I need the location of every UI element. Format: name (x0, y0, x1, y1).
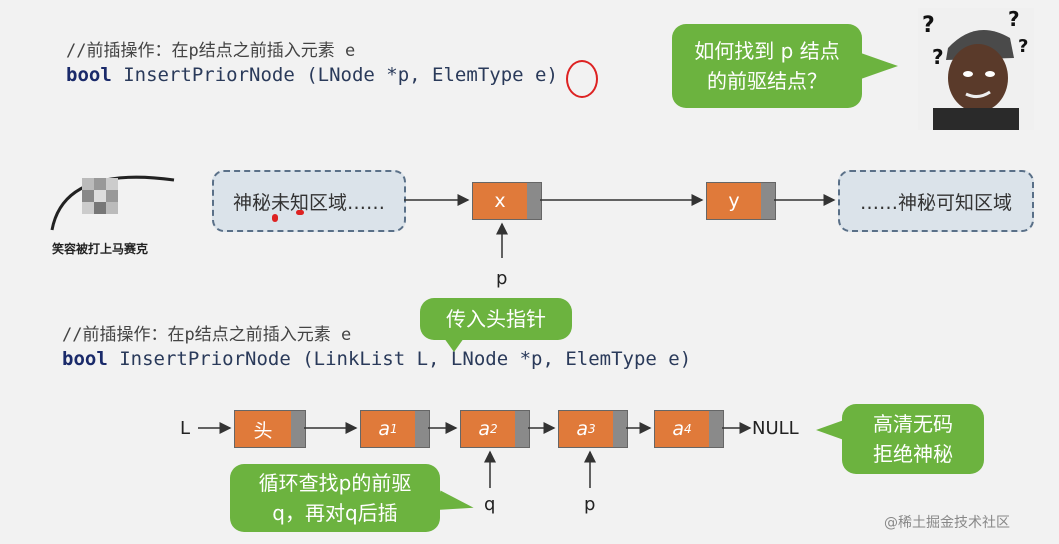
node-x: x (472, 182, 542, 220)
red-circle-annotation (566, 60, 598, 98)
question-bubble-text: 如何找到 p 结点的前驱结点？ (694, 39, 840, 93)
head-pointer-bubble-tail (444, 338, 464, 352)
head-node: 头 (234, 410, 306, 448)
bottom-code-keyword: bool (62, 348, 108, 370)
question-bubble: 如何找到 p 结点的前驱结点？ (672, 24, 862, 108)
bottom-code-signature: InsertPriorNode (LinkList L, LNode *p, E… (107, 348, 692, 370)
head-pointer-bubble: 传入头指针 (420, 298, 572, 340)
clear-bubble-text: 高清无码 拒绝神秘 (873, 412, 953, 466)
head-node-pointer-field (291, 411, 305, 447)
bottom-code: bool InsertPriorNode (LinkList L, LNode … (62, 348, 691, 370)
svg-text:?: ? (1018, 36, 1028, 57)
node-y-data: y (707, 183, 761, 219)
known-region-label: ……神秘可知区域 (859, 191, 1012, 214)
confused-face-icon: ? ? ? ? (918, 7, 1034, 130)
node-a1-pointer-field (415, 411, 429, 447)
loop-search-bubble: 循环查找p的前驱 q，再对q后插 (230, 464, 440, 532)
red-mark (272, 214, 278, 222)
unknown-region-box: 神秘未知区域…… (212, 170, 406, 232)
middle-pointer-p-label: p (496, 268, 508, 289)
clear-bubble: 高清无码 拒绝神秘 (842, 404, 984, 474)
list-label-L: L (180, 418, 191, 439)
node-x-pointer-field (527, 183, 541, 219)
node-a2-pointer-field (515, 411, 529, 447)
node-y: y (706, 182, 776, 220)
node-a4-pointer-field (709, 411, 723, 447)
node-a4-sub: 4 (684, 422, 692, 436)
null-label: NULL (752, 418, 799, 439)
watermark: @稀土掘金技术社区 (884, 515, 1010, 531)
svg-text:?: ? (922, 13, 935, 38)
top-code: bool InsertPriorNode (LNode *p, ElemType… (66, 64, 558, 86)
loop-search-bubble-text: 循环查找p的前驱 q，再对q后插 (258, 471, 412, 525)
node-a3-pointer-field (613, 411, 627, 447)
pointer-q-label: q (484, 494, 496, 515)
svg-text:?: ? (1008, 8, 1020, 31)
clear-bubble-tail (816, 420, 844, 440)
unknown-region-label: 神秘未知区域…… (232, 191, 385, 214)
node-a2-sub: 2 (490, 422, 498, 436)
mosaic-caption: 笑容被打上马赛克 (52, 242, 149, 256)
confused-face-image: ? ? ? ? (918, 7, 1034, 130)
mosaic-meme: 笑容被打上马赛克 (44, 160, 184, 260)
pointer-p-label: p (584, 494, 596, 515)
node-y-pointer-field (761, 183, 775, 219)
bottom-comment: //前插操作：在p结点之前插入元素 e (62, 325, 352, 345)
mosaic-face-icon (50, 175, 175, 231)
head-node-data: 头 (235, 411, 291, 447)
question-bubble-tail (858, 52, 898, 80)
svg-text:?: ? (932, 45, 944, 69)
node-a3-sub: 3 (588, 422, 596, 436)
top-code-keyword: bool (66, 64, 112, 86)
red-mark (296, 210, 304, 215)
known-region-box: ……神秘可知区域 (838, 170, 1034, 232)
top-comment: //前插操作：在p结点之前插入元素 e (66, 41, 356, 61)
head-pointer-bubble-text: 传入头指针 (446, 307, 546, 331)
node-a1-sub: 1 (390, 422, 398, 436)
top-code-signature: InsertPriorNode (LNode *p, ElemType e) (111, 64, 558, 86)
node-x-data: x (473, 183, 527, 219)
